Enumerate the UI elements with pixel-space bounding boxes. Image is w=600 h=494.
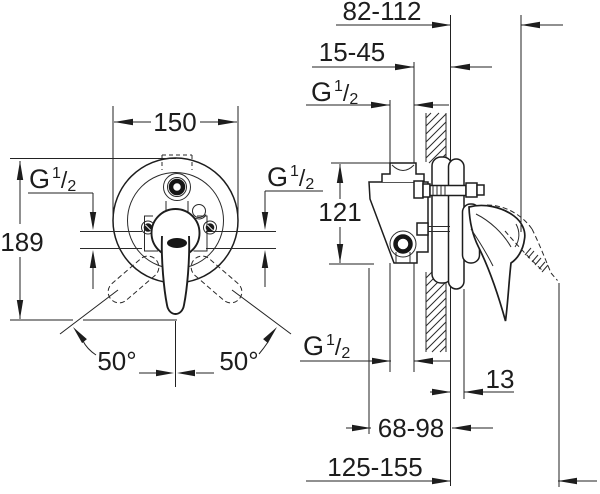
dim-lever-reach: 125-155 bbox=[327, 452, 422, 482]
stop-screw-circle bbox=[192, 204, 206, 218]
lever-swung-left-dashed bbox=[107, 255, 160, 304]
lever-logo-oval bbox=[167, 238, 187, 248]
dim-angle-right: 50° bbox=[177, 327, 277, 377]
motion-ticks bbox=[524, 247, 549, 273]
lever-handle-side bbox=[468, 204, 526, 322]
dim-plate-diameter: 150 bbox=[153, 107, 196, 137]
svg-text:50°: 50° bbox=[219, 346, 258, 376]
top-outlet-fitting bbox=[163, 173, 191, 212]
dim-plate-thickness: 13 bbox=[486, 364, 515, 394]
dim-body-to-wall: 68-98 bbox=[378, 413, 445, 443]
angle-construction-lines bbox=[59, 289, 292, 387]
dim-port-distance: 121 bbox=[318, 197, 361, 227]
check-valve-circle bbox=[393, 234, 413, 254]
hidden-box-dashes bbox=[161, 154, 193, 170]
dim-lever-projection: 82-112 bbox=[342, 0, 421, 26]
side-view bbox=[368, 15, 558, 486]
trim-plate-side bbox=[447, 158, 465, 290]
lever-front bbox=[150, 208, 201, 315]
port-level-lines bbox=[80, 231, 276, 249]
valve-body bbox=[368, 162, 485, 264]
dim-angle-left: 50° bbox=[73, 327, 174, 377]
stop-screw-arc bbox=[195, 214, 207, 220]
wall-hatching bbox=[425, 112, 447, 353]
mounting-brackets bbox=[141, 215, 217, 252]
lever-handle-front bbox=[160, 235, 191, 315]
extension-lines bbox=[329, 15, 560, 487]
svg-text:50°: 50° bbox=[97, 346, 136, 376]
dim-mounting-depth: 15-45 bbox=[319, 37, 386, 67]
front-view bbox=[59, 154, 292, 387]
spindle-nut bbox=[465, 182, 478, 198]
fixing-screw bbox=[416, 222, 429, 236]
dim-overall-height: 189 bbox=[0, 227, 43, 257]
lever-swung-right-dashed bbox=[190, 255, 243, 304]
wall-section bbox=[425, 112, 447, 353]
spindle-rod bbox=[429, 184, 467, 197]
lever-side bbox=[461, 203, 558, 322]
